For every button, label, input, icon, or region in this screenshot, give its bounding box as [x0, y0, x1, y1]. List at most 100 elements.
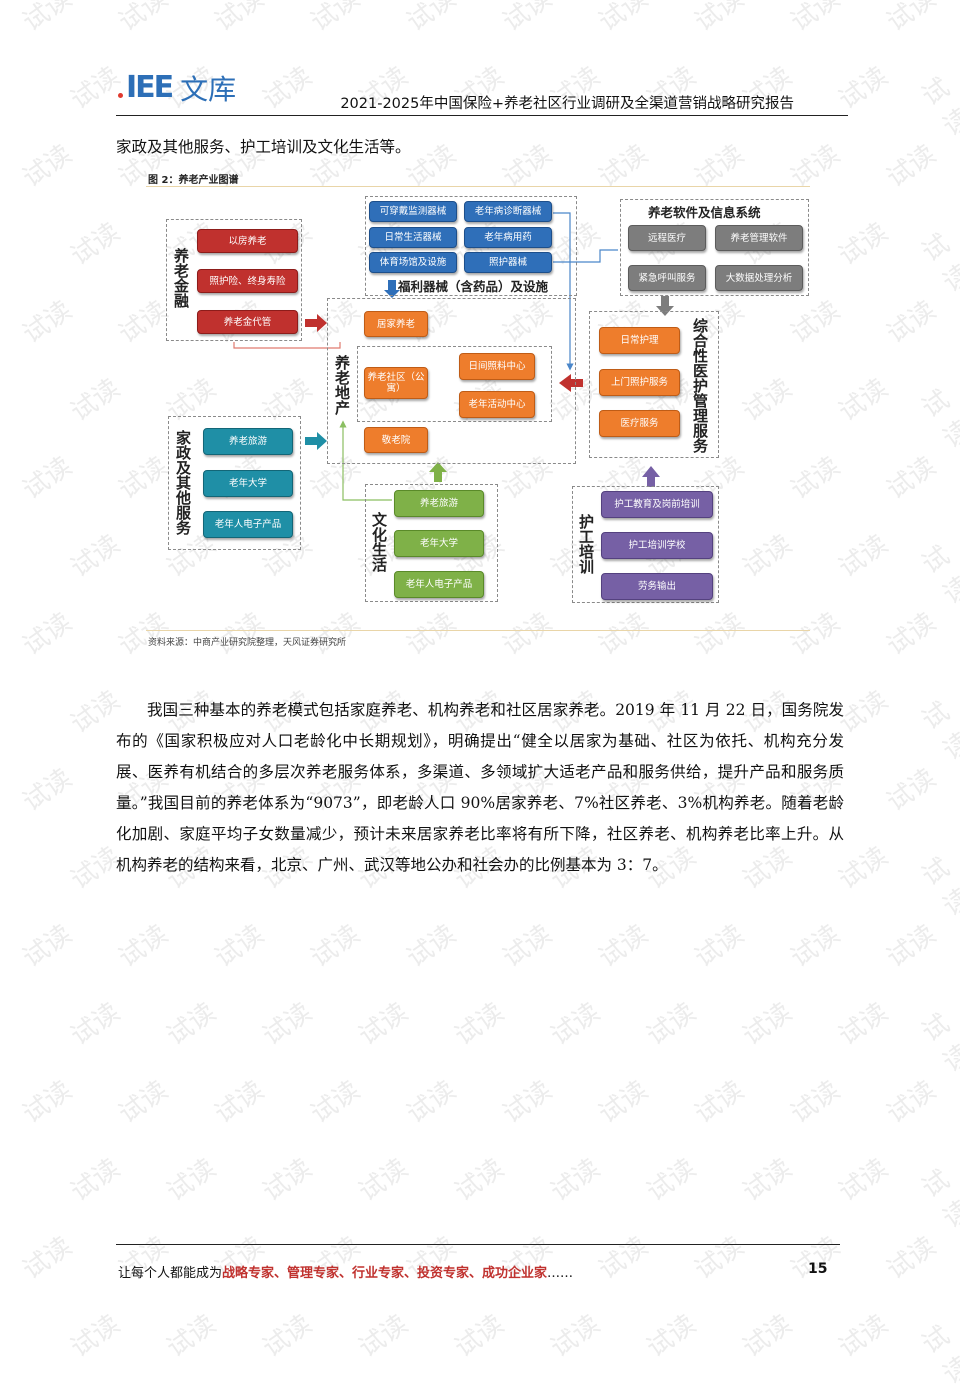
watermark-text: 试读	[65, 1309, 126, 1364]
item-realestate-2: 日间照料中心	[459, 353, 535, 380]
group-training-label: 护工培训	[577, 514, 595, 574]
figure-bottom-rule	[146, 630, 810, 631]
watermark-text: 试读	[593, 919, 654, 974]
item-culture-0: 养老旅游	[394, 490, 484, 517]
footer-slogan: 让每个人都能成为战略专家、管理专家、行业专家、投资专家、成功企业家……	[118, 1262, 573, 1281]
arrow-finance-to-realestate	[305, 314, 327, 332]
watermark-text: 试读	[17, 763, 78, 818]
item-realestate-3: 老年活动中心	[459, 391, 535, 418]
watermark-text: 试读	[785, 1231, 846, 1286]
watermark-text: 试读	[737, 1153, 798, 1208]
group-finance	[166, 219, 302, 341]
group-culture-label: 文化生活	[370, 512, 388, 572]
watermark-text: 试读	[545, 1309, 606, 1364]
group-community-box	[357, 346, 552, 422]
item-finance-2: 养老金代管	[197, 310, 298, 334]
page-number: 15	[808, 1261, 828, 1277]
header-rule	[116, 115, 848, 116]
logo-dot	[118, 92, 123, 98]
arrow-culture-to-realestate	[429, 462, 447, 482]
watermark-text: 试读	[593, 1231, 654, 1286]
item-realestate-1: 养老社区（公寓）	[364, 367, 428, 399]
watermark-text: 试读	[17, 1075, 78, 1130]
group-realestate-label: 养老地产	[333, 355, 351, 415]
watermark-text: 试读	[881, 919, 942, 974]
watermark-text: 试读	[545, 1153, 606, 1208]
group-training	[572, 486, 719, 603]
connector-finance-realestate	[233, 342, 341, 349]
group-realestate	[327, 298, 576, 464]
watermark-text: 试读	[641, 997, 702, 1052]
watermark-text: 试读	[161, 1153, 222, 1208]
logo-text: 文库	[180, 73, 237, 106]
arrow-medical-to-realestate	[559, 374, 583, 392]
item-equipment-3: 老年病用药	[464, 227, 552, 248]
watermark-text: 试读	[497, 1075, 558, 1130]
watermark-text: 试读	[785, 1075, 846, 1130]
watermark-text: 试读	[916, 1164, 960, 1235]
watermark-text: 试读	[833, 997, 894, 1052]
watermark-text: 试读	[881, 1075, 942, 1130]
watermark-text: 试读	[545, 997, 606, 1052]
watermark-text: 试读	[785, 919, 846, 974]
watermark-text: 试读	[737, 997, 798, 1052]
watermark-text: 试读	[449, 1309, 510, 1364]
figure-top-rule	[146, 186, 810, 187]
item-software-1: 养老管理软件	[715, 225, 803, 251]
footer-prefix: 让每个人都能成为	[118, 1266, 223, 1281]
watermark-text: 试读	[881, 763, 942, 818]
watermark-text: 试读	[17, 1231, 78, 1286]
item-training-1: 护工培训学校	[601, 532, 713, 559]
item-equipment-0: 可穿戴监测器械	[369, 201, 457, 222]
watermark-text: 试读	[916, 852, 960, 923]
watermark-text: 试读	[305, 919, 366, 974]
watermark-text: 试读	[593, 1075, 654, 1130]
watermark-text: 试读	[689, 1075, 750, 1130]
watermark-text: 试读	[161, 1309, 222, 1364]
footer-rule	[116, 1244, 840, 1245]
item-medical-0: 日常护理	[599, 327, 680, 354]
watermark-text: 试读	[833, 1153, 894, 1208]
item-equipment-2: 日常生活器械	[369, 227, 457, 248]
item-housekeeping-1: 老年大学	[203, 470, 293, 497]
group-housekeeping	[168, 416, 301, 550]
figure-source: 资料来源：中商产业研究院整理，天风证券研究所	[148, 638, 347, 648]
watermark-text: 试读	[353, 997, 414, 1052]
watermark-text: 试读	[353, 1153, 414, 1208]
item-finance-0: 以房养老	[197, 229, 298, 253]
logo-dots	[118, 92, 123, 98]
item-software-3: 大数据处理分析	[715, 265, 803, 291]
logo: IEE 文库	[118, 70, 236, 106]
watermark-text: 试读	[257, 1153, 318, 1208]
group-finance-label: 养老金融	[172, 248, 190, 308]
watermark-text: 试读	[305, 1075, 366, 1130]
item-equipment-5: 照护器械	[464, 252, 552, 273]
watermark-text: 试读	[209, 1075, 270, 1130]
item-realestate-0: 居家养老	[364, 311, 428, 337]
item-training-0: 护工教育及岗前培训	[601, 491, 713, 518]
item-realestate-4: 敬老院	[364, 427, 428, 453]
group-medical-label: 综合性医护管理服务	[691, 318, 709, 453]
watermark-text: 试读	[916, 1008, 960, 1079]
watermark-text: 试读	[449, 1153, 510, 1208]
watermark-text: 试读	[353, 1309, 414, 1364]
footer-suffix: ……	[547, 1266, 574, 1281]
group-software	[620, 199, 809, 296]
item-medical-1: 上门照护服务	[599, 369, 680, 396]
watermark-text: 试读	[881, 1231, 942, 1286]
item-medical-2: 医疗服务	[599, 410, 680, 437]
watermark-text: 试读	[113, 1075, 174, 1130]
watermark-text: 试读	[833, 1309, 894, 1364]
item-software-0: 远程医疗	[628, 225, 706, 251]
item-culture-1: 老年大学	[394, 530, 484, 557]
watermark-text: 试读	[161, 997, 222, 1052]
footer-emphasis: 战略专家、管理专家、行业专家、投资专家、成功企业家	[222, 1266, 548, 1281]
group-housekeeping-label: 家政及其他服务	[174, 430, 192, 535]
item-training-2: 劳务输出	[601, 573, 713, 600]
intro-text: 家政及其他服务、护工培训及文化生活等。	[116, 138, 411, 156]
watermark-text: 试读	[449, 997, 510, 1052]
watermark-text: 试读	[916, 1320, 960, 1391]
item-housekeeping-2: 老年人电子产品	[203, 511, 293, 538]
watermark-text: 试读	[737, 1309, 798, 1364]
watermark-text: 试读	[65, 1153, 126, 1208]
